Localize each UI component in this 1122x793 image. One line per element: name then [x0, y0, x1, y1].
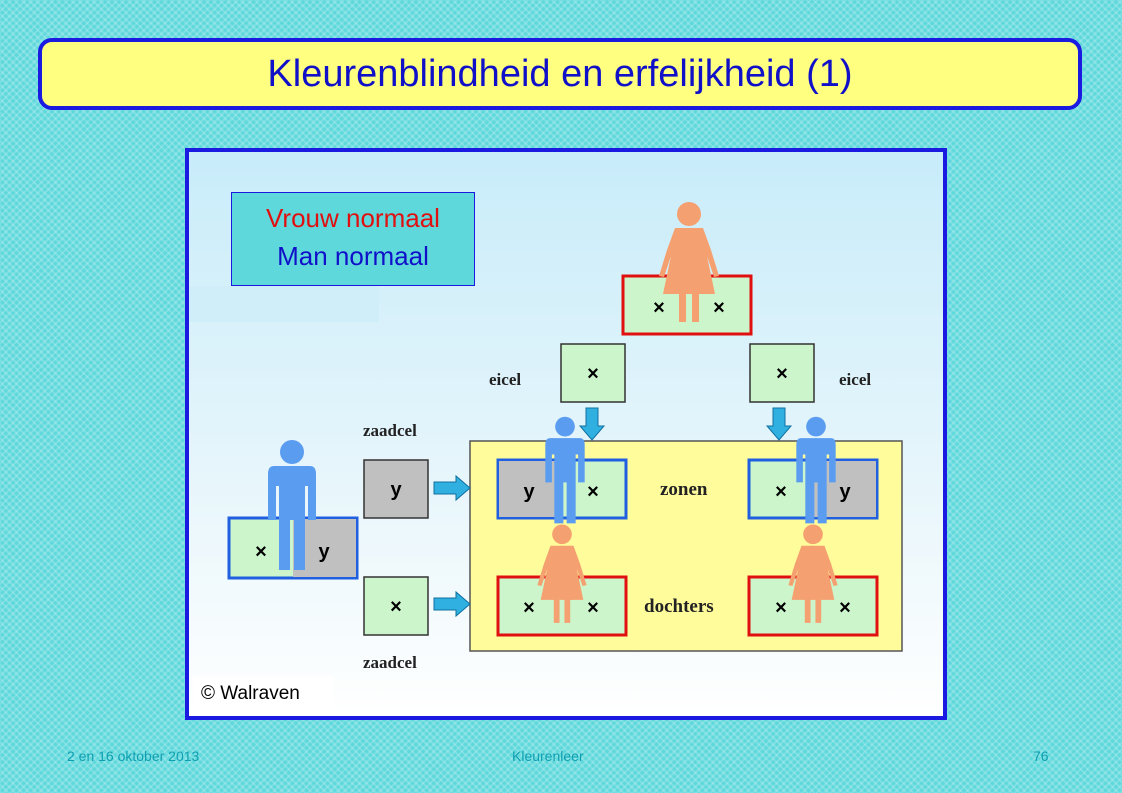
arrow-right-bottom [433, 591, 471, 617]
son-left-y: y [523, 481, 535, 503]
daughter-left-x1: × [523, 597, 535, 619]
legend-shadow [189, 286, 379, 322]
label-dochters: dochters [644, 596, 714, 617]
label-zaadcel-bottom: zaadcel [363, 653, 417, 672]
slide-number: 76 [1033, 748, 1049, 764]
label-eicel-left: eicel [489, 370, 521, 389]
daughter-right-x1: × [775, 597, 787, 619]
label-zaadcel-top: zaadcel [363, 421, 417, 440]
label-zonen: zonen [660, 479, 708, 500]
mother-x1: × [653, 297, 665, 319]
title-box: Kleurenblindheid en erfelijkheid (1) [38, 38, 1082, 110]
sperm-y: y [390, 479, 402, 501]
inheritance-diagram: × × × × eicel eicel × y zaadcel y × zaad… [227, 202, 903, 672]
diagram-panel: Vrouw normaal Man normaal × [185, 148, 947, 720]
sperm-cell-x [363, 576, 429, 636]
daughter-left-x2: × [587, 597, 599, 619]
legend-box: Vrouw normaal Man normaal [231, 192, 475, 286]
sperm-x: × [390, 596, 402, 618]
father-y: y [318, 541, 330, 563]
daughter-right-x2: × [839, 597, 851, 619]
copyright: © Walraven [193, 676, 333, 712]
egg-cell-right [749, 343, 815, 403]
sperm-cell-y [363, 459, 429, 519]
egg-cell-left [560, 343, 626, 403]
arrow-right-top [433, 475, 471, 501]
son-right-x: × [775, 481, 787, 503]
father-x: × [255, 541, 267, 563]
arrow-down-right [766, 407, 792, 441]
arrow-down-left [579, 407, 605, 441]
legend-male: Man normaal [277, 241, 429, 271]
son-right-y: y [839, 481, 851, 503]
mother-x2: × [713, 297, 725, 319]
legend-female: Vrouw normaal [266, 203, 440, 233]
son-left-x: × [587, 481, 599, 503]
slide-title: Kleurenblindheid en erfelijkheid (1) [267, 52, 853, 95]
label-eicel-right: eicel [839, 370, 871, 389]
footer-date: 2 en 16 oktober 2013 [67, 748, 200, 764]
egg-left-x: × [587, 363, 599, 385]
egg-right-x: × [776, 363, 788, 385]
footer-title: Kleurenleer [512, 748, 584, 764]
